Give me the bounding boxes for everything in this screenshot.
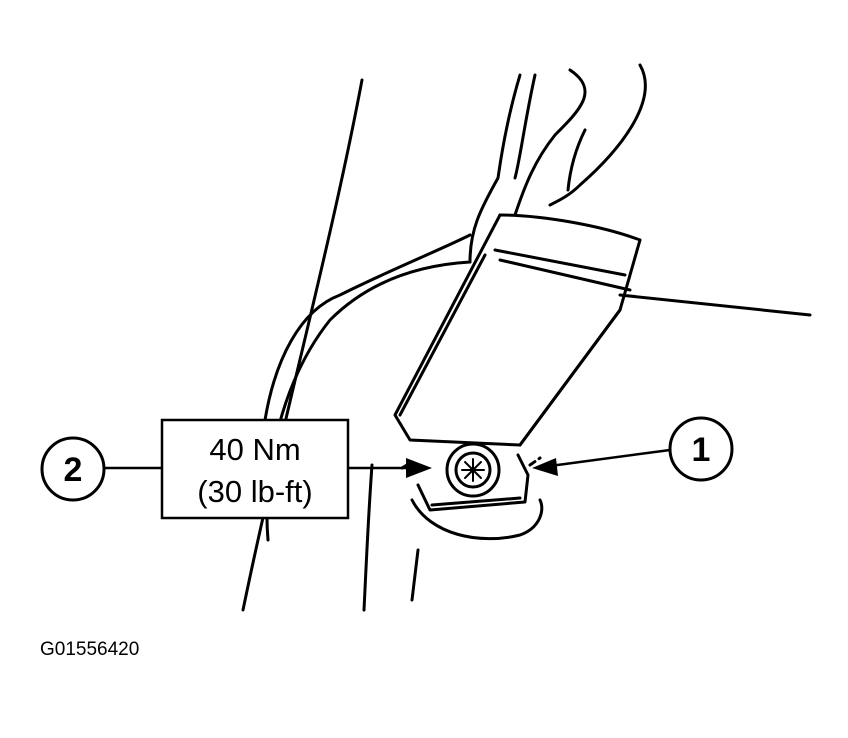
torque-spec-imperial: (30 lb-ft) [197, 474, 312, 509]
callout-1-circle [668, 416, 734, 482]
pillar-edge-inner [362, 463, 374, 612]
bolt-head [454, 451, 492, 489]
callout-1-number: 1 [692, 431, 711, 469]
belt-webbing-right [548, 63, 647, 207]
anchor-plate-left-ridge [398, 253, 487, 417]
arrowhead-1 [532, 458, 558, 476]
torque-spec-metric: 40 Nm [209, 432, 300, 467]
lower-bracket-inner [430, 496, 522, 507]
belt-webbing-left [513, 68, 587, 217]
torque-spec-box [160, 418, 350, 520]
anchor-plate-ridge-1 [498, 258, 632, 292]
leader-1 [549, 448, 671, 468]
bolt-torx-recess [461, 458, 485, 482]
anchor-plate-ridge-2 [493, 248, 627, 277]
anchor-plate-top [498, 213, 642, 242]
lower-bracket [416, 453, 530, 512]
figure-id: G01556420 [40, 639, 139, 660]
belt-webbing-fold [566, 128, 587, 192]
arrowhead-spec [406, 458, 432, 478]
leader-lines [104, 448, 671, 470]
pillar-edge-right [410, 548, 420, 602]
pillar-edge-left [241, 78, 364, 612]
dash-right [528, 456, 542, 467]
callout-2-number: 2 [64, 451, 83, 489]
anchor-plate-right-edge [518, 308, 622, 447]
bolt-washer [445, 442, 501, 498]
line-art [241, 63, 812, 612]
pillar-upper-right [513, 73, 537, 180]
lower-bracket-shadow [410, 498, 544, 541]
pillar-upper-left [468, 73, 522, 264]
trim-curve-outer [263, 233, 472, 422]
panel-edge-line [618, 293, 812, 317]
anchor-plate-outline [393, 213, 642, 447]
callout-2-circle [40, 436, 106, 502]
